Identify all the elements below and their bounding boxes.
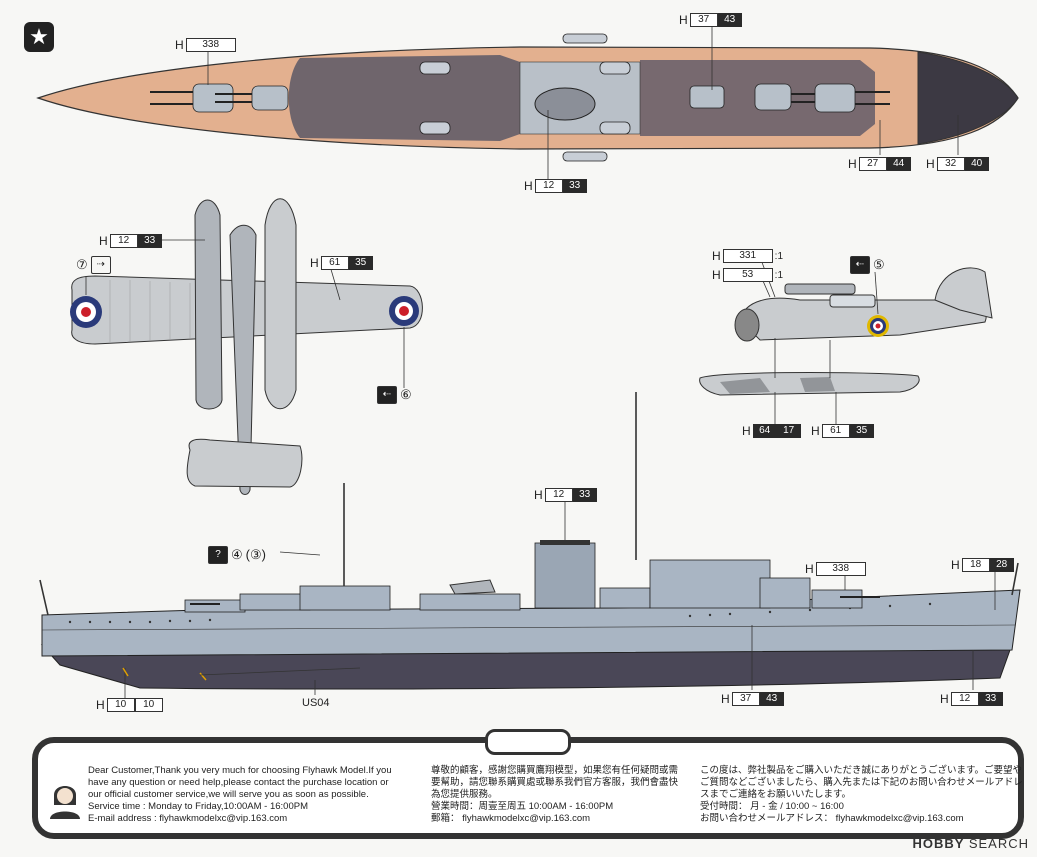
callout-7: ⑦⇢ (76, 256, 111, 274)
callout-4-3: ? ④(③) (208, 546, 266, 564)
part-label-us04: US04 (302, 697, 330, 709)
plane-side-upper-wing (784, 283, 856, 295)
plane-fuselage (229, 224, 257, 495)
plane-side-tail (934, 267, 993, 319)
decal-placement-icon: ⇠ (850, 256, 870, 274)
watermark: HOBBY SEARCH (912, 836, 1029, 851)
plane-top-view (70, 198, 423, 495)
plane-side-view (699, 256, 993, 425)
ship-top-view (36, 24, 1019, 180)
plane-tailplane (186, 438, 303, 488)
ship-side-hull-lower (40, 644, 1011, 690)
footer-chinese: 尊敬的顧客，感謝您購買鷹翔模型，如果您有任何疑問或需 要幫助，請您聯系購買處或聯… (431, 765, 679, 824)
customer-service-avatar-icon (50, 786, 80, 819)
decal-placement-icon: ⇢ (90, 256, 111, 274)
footer-english: Dear Customer,Thank you very much for ch… (88, 765, 392, 824)
decal-placement-icon: ⇠ (377, 386, 397, 404)
ship-top-funnel (534, 87, 596, 121)
question-icon: ? (208, 546, 228, 564)
watermark-brand: HOBBY (912, 836, 965, 851)
ship-top-midship-dark (288, 55, 520, 141)
panel-tab (485, 729, 571, 755)
star-badge-icon: ★ (24, 22, 54, 52)
plane-side-engine (734, 308, 760, 342)
plane-float-left (194, 199, 223, 410)
plane-side-cockpit (829, 294, 876, 308)
ship-side-view (39, 392, 1021, 698)
ship-top-stern-dark (917, 51, 1019, 145)
watermark-suffix: SEARCH (968, 836, 1029, 851)
footer-japanese: この度は、弊社製品をご購入いただき誠にありがとうございます。ご要望や ご質問など… (700, 765, 1023, 824)
customer-service-panel: Dear Customer,Thank you very much for ch… (32, 729, 1024, 839)
plane-float-right (264, 198, 297, 410)
callout-6: ⇠⑥ (377, 386, 412, 404)
callout-5: ⇠⑤ (850, 256, 885, 274)
